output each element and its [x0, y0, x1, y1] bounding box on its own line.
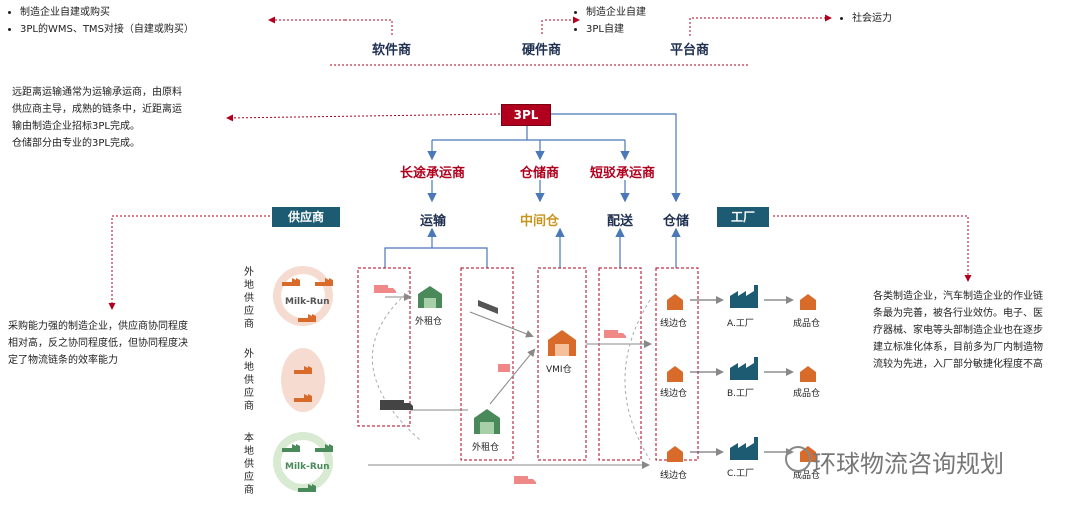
hardware-provider: 硬件商	[522, 43, 562, 58]
truck-icon	[374, 285, 626, 484]
factory-b-label: B.工厂	[727, 389, 755, 399]
wechat-icon	[785, 446, 811, 472]
function-delivery: 配送	[607, 214, 634, 229]
remote-supplier-label-1: 外地供应商	[244, 267, 254, 330]
finished-warehouse-label-3: 成品仓	[793, 471, 821, 481]
function-middle-warehouse: 中间仓	[520, 214, 560, 229]
factory-note: 各类制造企业，汽车制造企业的作业链 条最为完善，被各行业效仿。电子、医 疗器械、…	[873, 291, 1043, 370]
tpl-box: 3PL	[501, 104, 551, 126]
note-line: 制造企业自建或购买	[20, 4, 246, 21]
supplier-circle-2	[281, 348, 325, 412]
factory-c-label: C.工厂	[727, 469, 755, 479]
note-line: 社会运力	[852, 10, 948, 27]
line-side-label-2: 线边仓	[660, 389, 688, 399]
warehouse-icon-green-1	[418, 286, 442, 308]
platform-provider: 平台商	[670, 43, 710, 58]
watermark-text: 环球物流咨询规划	[812, 450, 1004, 478]
warehouse-icon-line-side	[667, 294, 683, 462]
vmi-warehouse-label: VMI仓	[546, 365, 572, 375]
note-line: 3PL的WMS、TMS对接（自建或购买）	[20, 21, 246, 38]
milk-run-label-1: Milk-Run	[285, 297, 330, 307]
finished-warehouse-label-2: 成品仓	[793, 389, 821, 399]
factory-a-label: A.工厂	[727, 319, 754, 329]
note-line: 制造企业自建	[586, 4, 712, 21]
function-storage: 仓储	[663, 214, 690, 229]
note-line: 3PL自建	[586, 21, 712, 38]
long-carrier: 长途承运商	[400, 166, 466, 181]
supplier-box: 供应商	[272, 207, 340, 227]
software-provider: 软件商	[372, 43, 412, 58]
factory-box: 工厂	[717, 207, 769, 227]
local-supplier-label: 本地供应商	[244, 433, 254, 496]
factory-icon	[730, 285, 758, 460]
platform-note: 社会运力	[838, 10, 948, 27]
remote-supplier-label-2: 外地供应商	[244, 349, 254, 412]
milk-run-label-2: Milk-Run	[285, 462, 330, 472]
tpl-note: 远距离运输通常为运输承运商，由原料 供应商主导，成熟的链条中，近距离运 输由制造…	[12, 87, 182, 149]
warehouse-operator: 仓储商	[520, 166, 560, 181]
short-carrier: 短驳承运商	[590, 166, 656, 181]
supplier-note: 采购能力强的制造企业，供应商协同程度 相对高，反之协同程度低，但协同程度决 定了…	[8, 321, 188, 366]
hardware-note: 制造企业自建 3PL自建	[572, 4, 712, 38]
finished-warehouse-label-1: 成品仓	[793, 319, 821, 329]
line-side-label-3: 线边仓	[660, 471, 688, 481]
rented-warehouse-label-1: 外租仓	[415, 317, 443, 327]
warehouse-icon-green-2	[474, 409, 500, 434]
warehouse-icon-vmi	[548, 330, 576, 356]
function-transport: 运输	[420, 214, 447, 229]
rented-warehouse-label-2: 外租仓	[472, 443, 500, 453]
line-side-label-1: 线边仓	[660, 319, 688, 329]
software-note: 制造企业自建或购买 3PL的WMS、TMS对接（自建或购买）	[6, 4, 246, 38]
